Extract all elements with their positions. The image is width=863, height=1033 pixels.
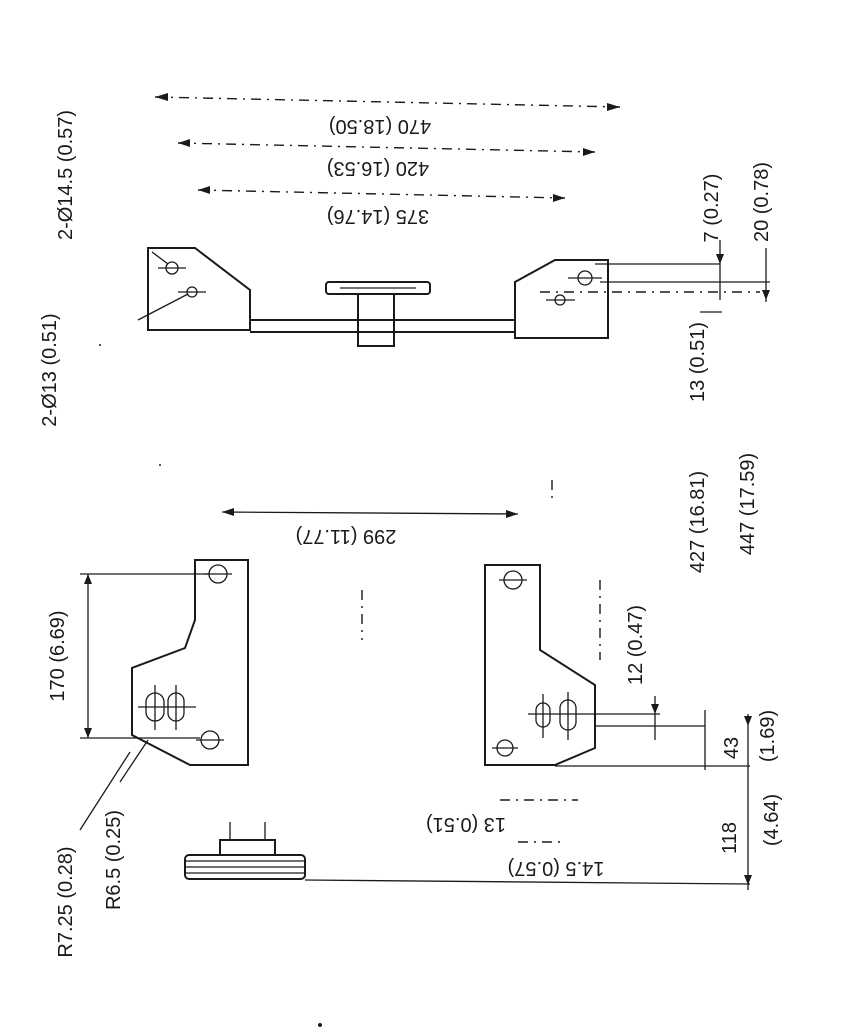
dim-13-top: 13 (0.51): [687, 322, 709, 402]
top-right-bracket: [514, 259, 609, 339]
dim-375: 375 (14.76): [327, 205, 429, 227]
top-view-assembly: [137, 247, 609, 347]
dim-299: 299 (11.77): [296, 525, 397, 547]
bottom-pulley: [184, 822, 306, 880]
dim-43: 43: [721, 737, 743, 759]
dim-4-64: (4.64): [761, 794, 783, 846]
dim-14-5: 14.5 (0.57): [508, 857, 605, 879]
dim-r6-5: R6.5 (0.25): [103, 810, 125, 910]
top-pulley-hub: [357, 294, 395, 347]
dim-hole-13: 2-Ø13 (0.51): [39, 313, 61, 426]
dim-420: 420 (16.53): [327, 157, 429, 179]
scan-speckles: [99, 344, 322, 1027]
dim-13-bottom: 13 (0.51): [426, 813, 506, 835]
dim-r7-25: R7.25 (0.28): [55, 846, 77, 957]
dim-427: 427 (16.81): [687, 471, 709, 573]
top-dim-labels: 470 (18.50) 420 (16.53) 375 (14.76) 2-Ø1…: [39, 110, 773, 573]
dim-7: 7 (0.27): [701, 174, 723, 243]
dim-hole-14-5: 2-Ø14.5 (0.57): [55, 110, 77, 240]
bottom-dimension-lines: [79, 480, 752, 890]
dim-1-69: (1.69): [757, 710, 779, 762]
bottom-dim-labels: 299 (11.77) 170 (6.69) R7.25 (0.28) R6.5…: [47, 525, 783, 958]
top-dimension-lines: [154, 93, 770, 313]
dim-170: 170 (6.69): [47, 610, 69, 701]
dim-447: 447 (17.59): [737, 453, 759, 555]
top-pulley-flange: [325, 281, 431, 295]
top-left-bracket: [147, 247, 251, 331]
dim-118: 118: [719, 822, 741, 854]
dim-20: 20 (0.78): [751, 162, 773, 242]
dim-470: 470 (18.50): [329, 115, 431, 137]
bottom-right-plate: [484, 564, 660, 766]
dim-12: 12 (0.47): [625, 605, 647, 685]
bottom-left-plate: [131, 559, 249, 766]
